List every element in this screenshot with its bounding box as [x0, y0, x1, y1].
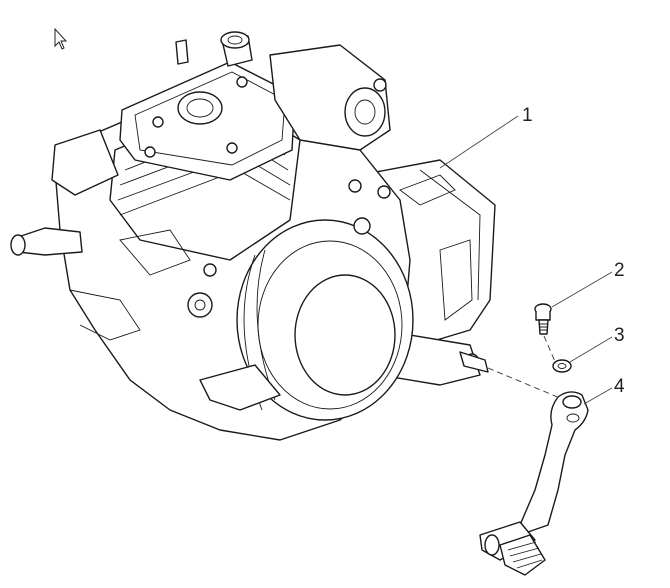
engine-assembly: [10, 31, 496, 441]
callout-number-2: 2: [614, 260, 625, 281]
assembly-axis-lever: [487, 367, 561, 399]
gear-shift-lever: [479, 391, 589, 576]
callout-leader-2: [551, 271, 613, 308]
callout-number-3: 3: [614, 325, 625, 346]
washer: [552, 359, 572, 373]
callout-leader-4: [583, 387, 613, 405]
assembly-axis-bolt: [543, 335, 557, 365]
callout-leader-1: [439, 115, 519, 169]
bolt: [534, 303, 552, 335]
callout-number-1: 1: [522, 105, 533, 126]
callout-number-4: 4: [614, 376, 625, 397]
mouse-pointer-icon: [54, 27, 68, 50]
callout-leader-3: [569, 336, 613, 363]
